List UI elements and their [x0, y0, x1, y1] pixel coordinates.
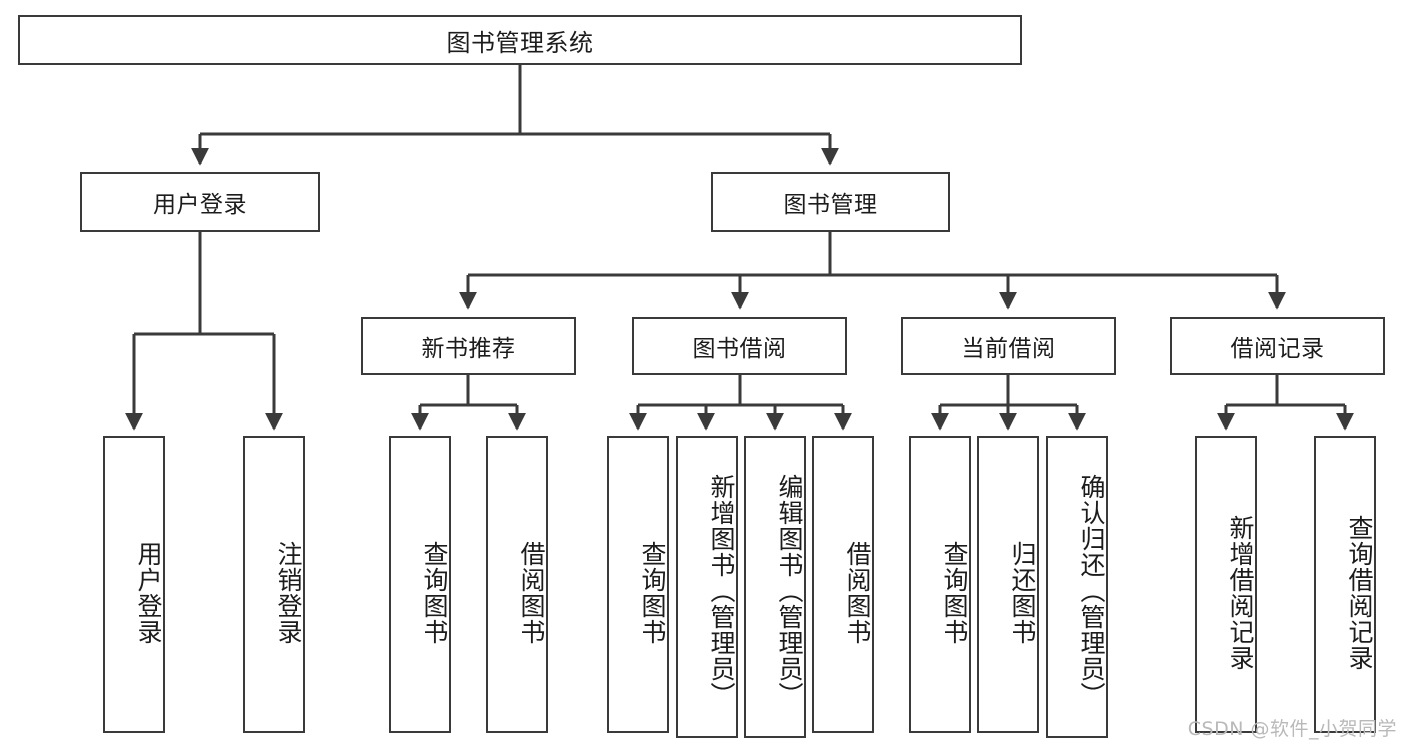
node-borrow-record[interactable]: 借阅记录 — [1170, 317, 1385, 375]
node-label: 新增借阅记录 — [1226, 514, 1255, 671]
node-label: 借阅记录 — [1230, 336, 1325, 362]
node-leaf-borrow-book[interactable]: 借阅图书 — [812, 436, 874, 733]
node-label: 编辑图书（管理员） — [775, 474, 804, 708]
node-label: 注销登录 — [274, 540, 303, 645]
node-label: 借阅图书 — [843, 540, 872, 645]
node-leaf-add-borrow-record[interactable]: 新增借阅记录 — [1195, 436, 1257, 733]
node-label: 图书管理 — [783, 192, 878, 218]
node-leaf-query-book-current[interactable]: 查询图书 — [909, 436, 971, 733]
node-book-management[interactable]: 图书管理 — [711, 172, 950, 232]
node-leaf-return-book[interactable]: 归还图书 — [977, 436, 1039, 733]
node-root-system[interactable]: 图书管理系统 — [18, 15, 1022, 65]
node-label: 新书推荐 — [421, 336, 516, 362]
node-label: 查询图书 — [420, 540, 449, 645]
node-label: 查询图书 — [940, 540, 969, 645]
node-current-borrow[interactable]: 当前借阅 — [901, 317, 1116, 375]
watermark-text: CSDN @软件_小贺同学 — [1187, 718, 1397, 740]
node-label: 查询图书 — [638, 540, 667, 645]
node-leaf-add-book-admin[interactable]: 新增图书（管理员） — [676, 436, 738, 738]
node-leaf-confirm-return-admin[interactable]: 确认归还（管理员） — [1046, 436, 1108, 738]
node-leaf-user-login[interactable]: 用户登录 — [103, 436, 165, 733]
node-leaf-logout[interactable]: 注销登录 — [243, 436, 305, 733]
node-leaf-query-book-borrow[interactable]: 查询图书 — [607, 436, 669, 733]
node-user-login[interactable]: 用户登录 — [80, 172, 320, 232]
node-leaf-edit-book-admin[interactable]: 编辑图书（管理员） — [744, 436, 806, 738]
node-label: 借阅图书 — [517, 540, 546, 645]
node-label: 用户登录 — [153, 192, 247, 218]
node-label: 确认归还（管理员） — [1077, 474, 1106, 708]
node-leaf-query-book-recommend[interactable]: 查询图书 — [389, 436, 451, 733]
node-label: 图书借阅 — [692, 336, 787, 362]
node-label: 新增图书（管理员） — [707, 474, 736, 708]
node-label: 查询借阅记录 — [1345, 514, 1374, 671]
node-label: 归还图书 — [1008, 540, 1037, 645]
node-label: 图书管理系统 — [446, 28, 594, 57]
node-leaf-borrow-book-recommend[interactable]: 借阅图书 — [486, 436, 548, 733]
node-label: 用户登录 — [134, 540, 163, 645]
node-new-book-recommend[interactable]: 新书推荐 — [361, 317, 576, 375]
node-leaf-query-borrow-record[interactable]: 查询借阅记录 — [1314, 436, 1376, 733]
node-label: 当前借阅 — [961, 336, 1056, 362]
node-book-borrow[interactable]: 图书借阅 — [632, 317, 847, 375]
